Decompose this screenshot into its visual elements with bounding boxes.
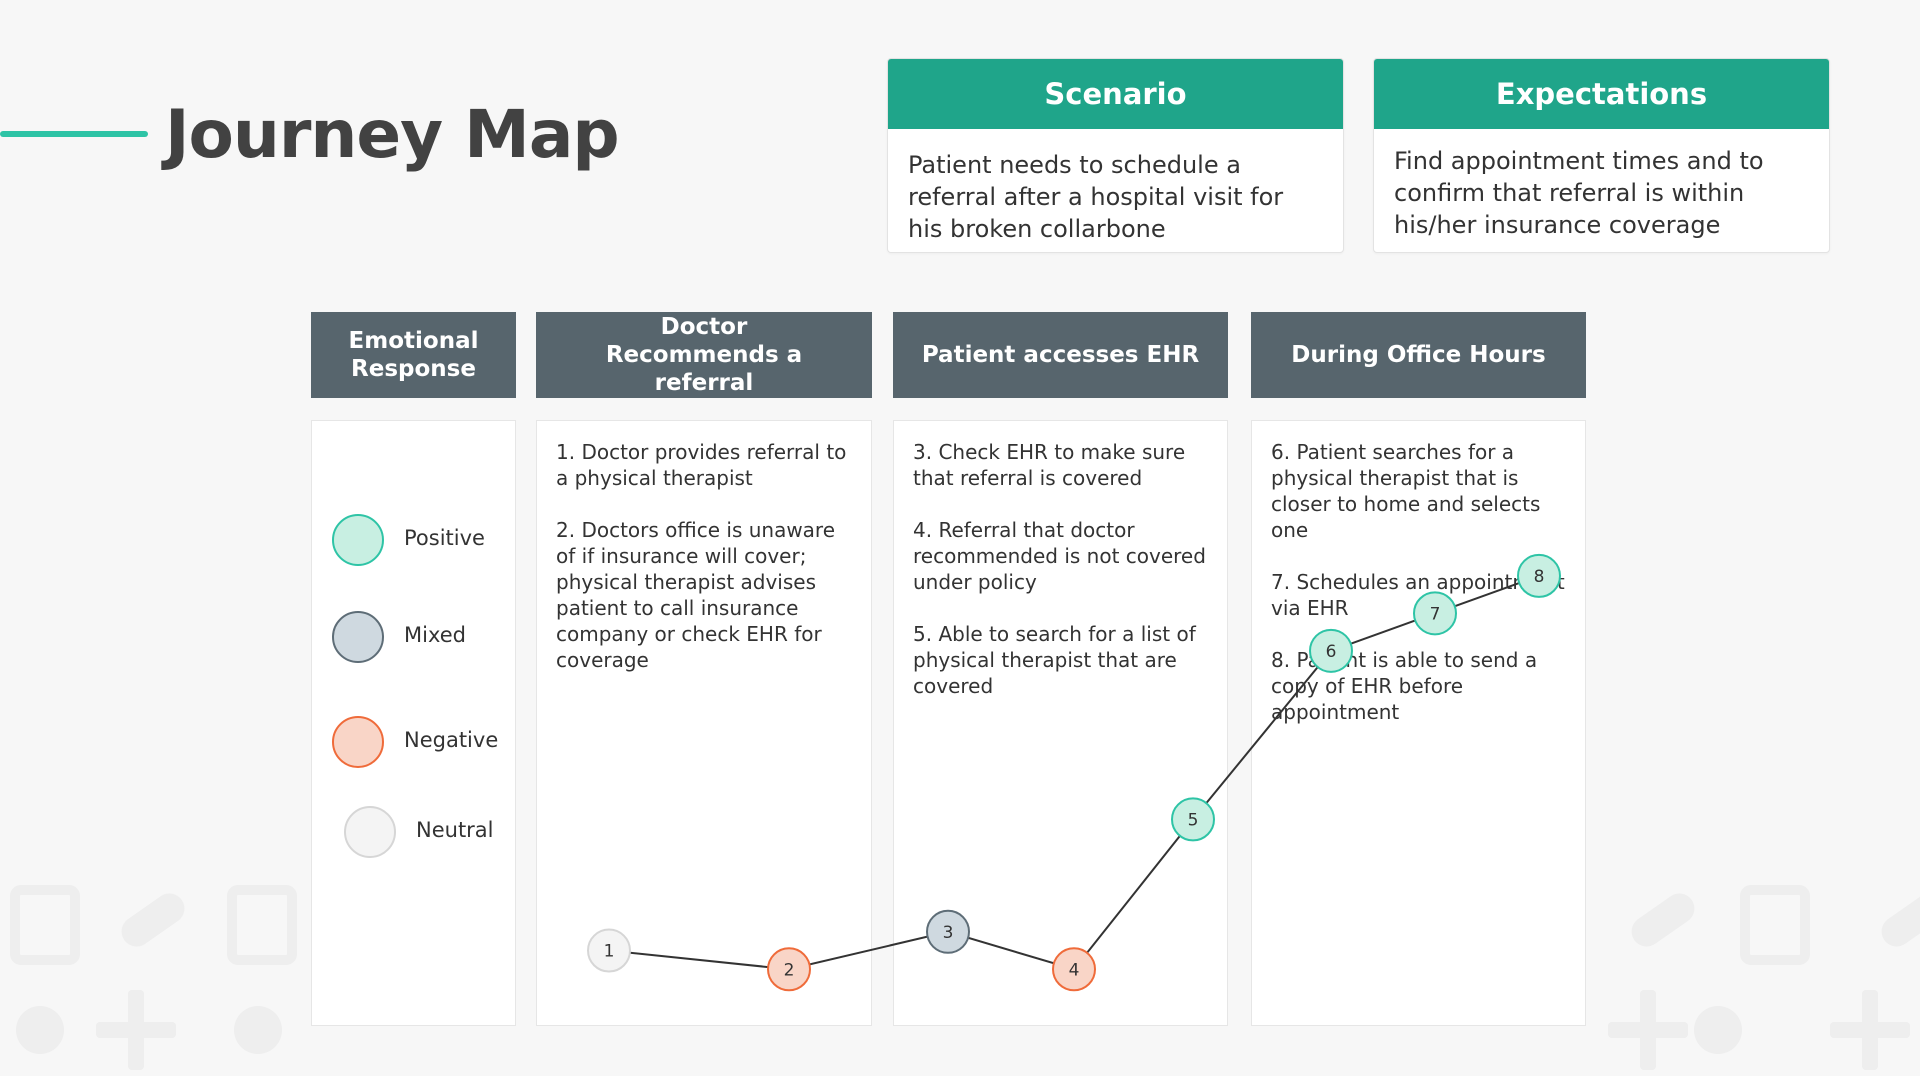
plus-icon bbox=[1830, 1022, 1910, 1038]
page-title: Journey Map bbox=[165, 96, 620, 173]
column-header-doctor-recommends: Doctor Recommends a referral bbox=[536, 312, 872, 398]
step-text: 3. Check EHR to make sure that referral … bbox=[913, 440, 1186, 490]
column-body-patient-accesses-ehr: 3. Check EHR to make sure that referral … bbox=[893, 420, 1228, 1026]
expectations-text: Find appointment times and to confirm th… bbox=[1394, 147, 1764, 239]
column-header-label: Patient accesses EHR bbox=[921, 342, 1200, 368]
column-body-doctor-recommends: 1. Doctor provides referral to a physica… bbox=[536, 420, 872, 1026]
legend-label-positive: Positive bbox=[404, 526, 485, 550]
step-text: 1. Doctor provides referral to a physica… bbox=[556, 440, 847, 490]
pill-icon bbox=[121, 893, 185, 947]
pill-icon bbox=[1881, 893, 1920, 947]
legend-label-neutral: Neutral bbox=[416, 818, 494, 842]
column-header-label: During Office Hours bbox=[1291, 342, 1546, 368]
plus-icon bbox=[96, 1022, 176, 1038]
clipboard-icon bbox=[10, 885, 80, 965]
legend-dot-negative bbox=[332, 716, 384, 768]
column-header-label: Emotional Response bbox=[348, 328, 479, 382]
tablet-icon bbox=[234, 1006, 282, 1054]
legend-label-mixed: Mixed bbox=[404, 623, 466, 647]
step-text: 2. Doctors office is unaware of if insur… bbox=[556, 518, 836, 672]
step-text: 5. Able to search for a list of physical… bbox=[913, 622, 1196, 698]
step-text: 8. Patient is able to send a copy of EHR… bbox=[1271, 648, 1538, 724]
expectations-title: Expectations bbox=[1374, 59, 1829, 129]
legend-dot-neutral bbox=[344, 806, 396, 858]
expectations-card: Expectations Find appointment times and … bbox=[1373, 58, 1830, 253]
clipboard-icon bbox=[1740, 885, 1810, 965]
title-accent-line bbox=[0, 131, 148, 137]
scenario-text: Patient needs to schedule a referral aft… bbox=[908, 151, 1284, 243]
column-header-emotional-response: Emotional Response bbox=[311, 312, 516, 398]
clipboard-icon bbox=[227, 885, 297, 965]
scenario-card: Scenario Patient needs to schedule a ref… bbox=[887, 58, 1344, 253]
tablet-icon bbox=[1694, 1006, 1742, 1054]
legend-label-negative: Negative bbox=[404, 728, 499, 752]
medical-background-pattern bbox=[10, 885, 1920, 1070]
legend-dot-mixed bbox=[332, 611, 384, 663]
step-text: 4. Referral that doctor recommended is n… bbox=[913, 518, 1206, 594]
column-body-during-office-hours: 6. Patient searches for a physical thera… bbox=[1251, 420, 1586, 1026]
plus-icon bbox=[1608, 1022, 1688, 1038]
tablet-icon bbox=[16, 1006, 64, 1054]
column-header-label: Doctor Recommends a referral bbox=[605, 314, 803, 396]
legend-dot-positive bbox=[332, 514, 384, 566]
emotional-response-legend: Positive Mixed Negative Neutral bbox=[311, 420, 516, 1026]
step-text: 6. Patient searches for a physical thera… bbox=[1271, 440, 1541, 542]
column-header-patient-accesses-ehr: Patient accesses EHR bbox=[893, 312, 1228, 398]
step-text: 7. Schedules an appointment via EHR bbox=[1271, 570, 1565, 620]
scenario-title: Scenario bbox=[888, 59, 1343, 129]
pill-icon bbox=[1631, 893, 1695, 947]
column-header-during-office-hours: During Office Hours bbox=[1251, 312, 1586, 398]
